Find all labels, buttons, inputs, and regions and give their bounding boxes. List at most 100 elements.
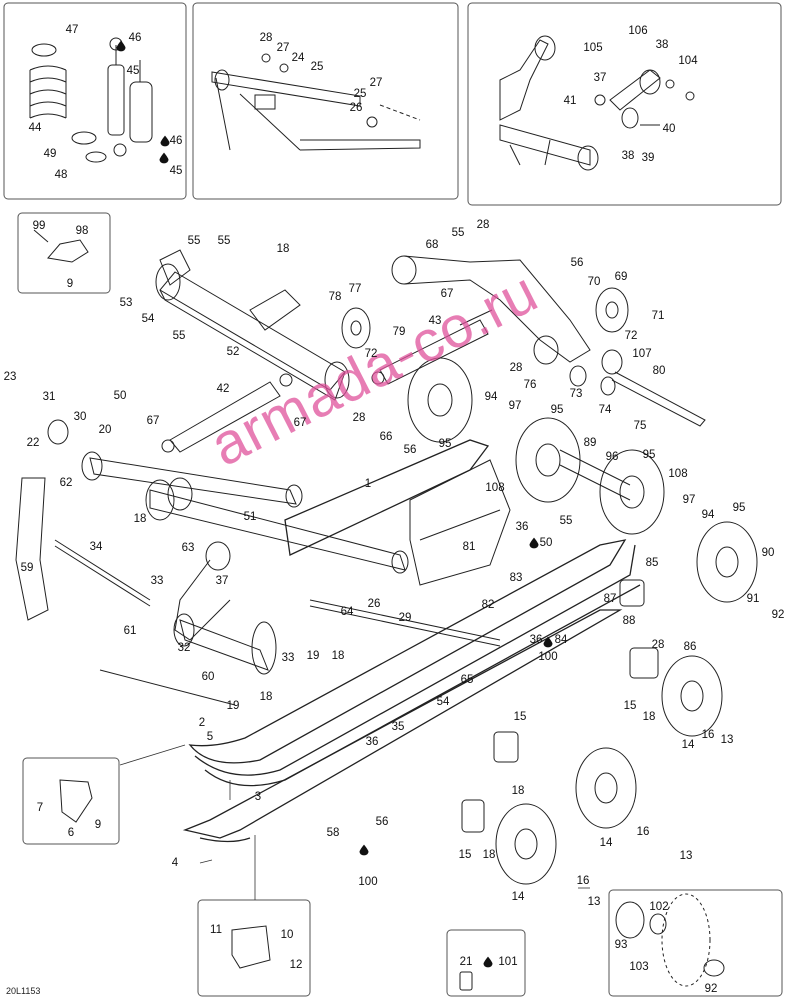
callout-37: 37 [593,72,607,84]
grease-21-part [459,971,473,991]
callout-28: 28 [352,412,366,424]
callout-52: 52 [226,346,240,358]
callout-72: 72 [364,348,378,360]
callout-2: 2 [198,717,206,729]
callout-32: 32 [177,642,191,654]
callout-67: 67 [293,417,307,429]
grease-drop-icon [359,844,369,856]
callout-6: 6 [67,827,75,839]
shock-spring-parts [29,37,153,163]
callout-55: 55 [217,235,231,247]
callout-42: 42 [216,383,230,395]
inset-shock-spring [3,2,187,200]
callout-75: 75 [633,420,647,432]
callout-53: 53 [119,297,133,309]
callout-36: 36 [529,634,543,646]
inset-rear-arm [467,2,782,206]
callout-18: 18 [259,691,273,703]
inset-grease-101 [446,929,526,997]
callout-30: 30 [73,411,87,423]
callout-51: 51 [243,511,257,523]
callout-63: 63 [181,542,195,554]
front-crossshaft-52 [155,249,350,401]
grease-drop-icon [529,537,539,549]
callout-56: 56 [403,444,417,456]
inset-wheel-92 [608,889,783,997]
callout-33: 33 [150,575,164,587]
callout-40: 40 [662,123,676,135]
callout-54: 54 [141,313,155,325]
callout-13: 13 [587,896,601,908]
callout-82: 82 [481,599,495,611]
callout-104: 104 [678,55,698,67]
callout-69: 69 [614,271,628,283]
callout-96: 96 [605,451,619,463]
callout-106: 106 [628,25,648,37]
leader-lines [119,744,590,900]
callout-37: 37 [215,575,229,587]
callout-16: 16 [576,875,590,887]
wheel-92-part [615,893,725,987]
callout-79: 79 [392,326,406,338]
callout-44: 44 [28,122,42,134]
callout-81: 81 [462,541,476,553]
drawing-code: 20L1153 [6,986,41,996]
callout-46: 46 [128,32,142,44]
callout-67: 67 [146,415,160,427]
callout-71: 71 [651,310,665,322]
callout-13: 13 [679,850,693,862]
callout-56: 56 [570,257,584,269]
callout-72: 72 [624,330,638,342]
clip-98-part [33,229,89,263]
callout-26: 26 [349,102,363,114]
grease-drop-icon [159,152,169,164]
callout-13: 13 [720,734,734,746]
rear-arm-parts [499,35,695,171]
callout-50: 50 [539,537,553,549]
callout-4: 4 [171,857,179,869]
callout-27: 27 [276,42,290,54]
callout-10: 10 [280,929,294,941]
callout-103: 103 [629,961,649,973]
callout-107: 107 [632,348,652,360]
callout-18: 18 [276,243,290,255]
callout-93: 93 [614,939,628,951]
callout-105: 105 [583,42,603,54]
callout-70: 70 [587,276,601,288]
callout-43: 43 [428,315,442,327]
callout-97: 97 [682,494,696,506]
callout-36: 36 [365,736,379,748]
callout-98: 98 [75,225,89,237]
callout-12: 12 [289,959,303,971]
callout-11: 11 [210,924,222,936]
callout-102: 102 [649,901,669,913]
callout-66: 66 [379,431,393,443]
rails [182,439,641,843]
callout-50: 50 [113,390,127,402]
callout-108: 108 [668,468,688,480]
callout-18: 18 [482,849,496,861]
callout-73: 73 [569,388,583,400]
callout-100: 100 [538,651,558,663]
callout-95: 95 [732,502,746,514]
callout-19: 19 [226,700,240,712]
callout-16: 16 [636,826,650,838]
callout-5: 5 [206,731,214,743]
callout-49: 49 [43,148,57,160]
callout-18: 18 [331,650,345,662]
callout-34: 34 [89,541,103,553]
callout-16: 16 [701,729,715,741]
callout-41: 41 [563,95,577,107]
inset-slider-6 [22,757,120,845]
callout-64: 64 [340,606,354,618]
callout-19: 19 [306,650,320,662]
callout-83: 83 [509,572,523,584]
callout-21: 21 [459,956,473,968]
callout-3: 3 [254,791,262,803]
callout-76: 76 [523,379,537,391]
front-arm-parts [211,53,421,151]
callout-55: 55 [172,330,186,342]
callout-85: 85 [645,557,659,569]
